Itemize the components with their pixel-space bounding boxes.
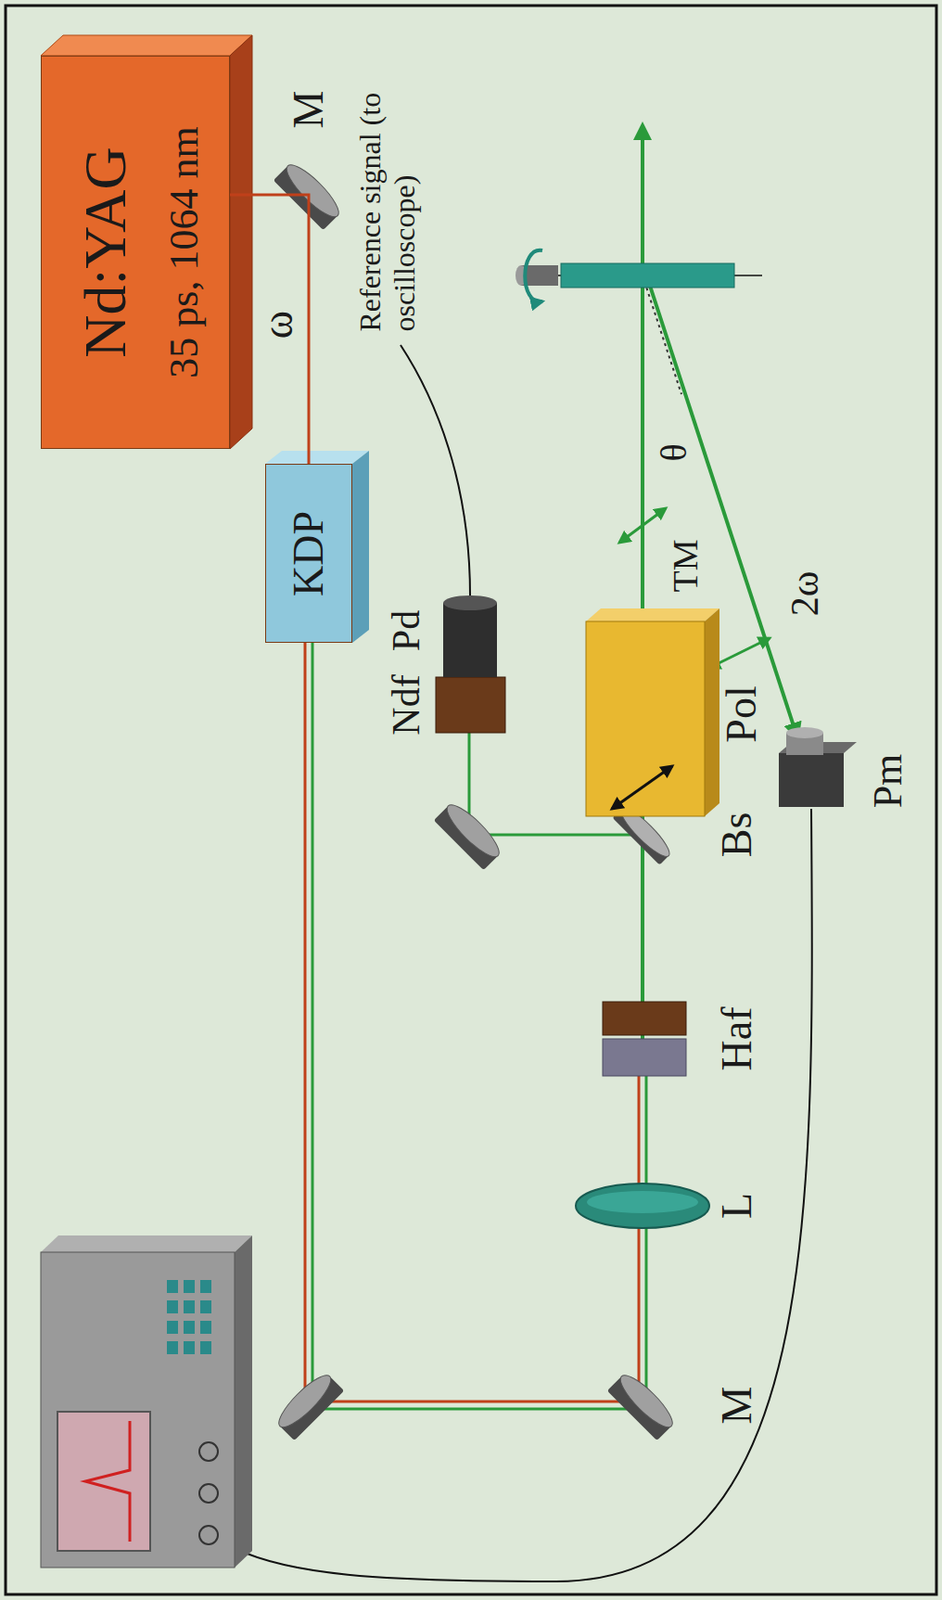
note-label: Reference signal (to oscilloscope) — [353, 86, 422, 332]
keypad-key — [183, 1299, 195, 1313]
component-label: M — [284, 90, 334, 129]
oscilloscope — [166, 1279, 212, 1354]
component-label: M — [712, 1386, 763, 1425]
component-label: Haf — [712, 1006, 763, 1071]
polarization-label: TM — [665, 539, 707, 593]
power-meter — [786, 726, 824, 739]
polarizer — [585, 608, 720, 622]
keypad-key — [166, 1279, 179, 1293]
power-meter — [778, 752, 844, 807]
neutral-density-filter — [435, 676, 506, 733]
beam-path — [642, 275, 682, 395]
power-meter — [778, 726, 857, 807]
component-label: Pol — [717, 685, 767, 742]
harmonic-filter — [602, 1038, 687, 1076]
oscilloscope — [199, 1441, 218, 1461]
photodiode — [443, 602, 497, 677]
component-label: Pm — [865, 753, 913, 809]
keypad-key — [200, 1320, 212, 1334]
mirror — [441, 798, 506, 863]
keypad-key — [166, 1340, 179, 1354]
keypad-key — [166, 1320, 179, 1334]
component-label: Ndf — [383, 674, 429, 735]
polarizer — [611, 765, 673, 809]
crystal-body — [352, 450, 370, 643]
mirror — [433, 798, 506, 870]
node-text: Nd:YAG — [72, 146, 138, 358]
keypad-key — [183, 1340, 195, 1354]
oscilloscope — [40, 1234, 253, 1252]
crystal-box: KDP — [265, 463, 353, 643]
harmonic-filter — [602, 1001, 687, 1076]
laser-body — [40, 35, 253, 449]
beam-path — [311, 642, 315, 1409]
node-text: 35 ps, 1064 nm — [161, 126, 206, 378]
keypad-key — [183, 1279, 195, 1293]
oscilloscope — [234, 1234, 253, 1567]
crystal-body — [265, 450, 370, 464]
component-label: L — [712, 1192, 763, 1219]
keypad-key — [183, 1320, 195, 1334]
beam-label: 2ω — [782, 571, 828, 617]
mirror — [607, 1368, 679, 1440]
oscilloscope — [85, 1420, 130, 1541]
laser-box: Nd:YAG 35 ps, 1064 nm — [40, 55, 230, 449]
mirror — [280, 158, 345, 223]
neutral-density-filter — [435, 676, 506, 733]
beam-path — [637, 1075, 641, 1401]
mirror — [272, 1368, 344, 1440]
keypad-key — [200, 1340, 212, 1354]
beam-path — [304, 642, 307, 1401]
reference-wire — [400, 344, 471, 596]
laser-body — [229, 35, 253, 449]
sample-holder — [515, 250, 763, 303]
polarization-arrow — [619, 508, 666, 543]
angle-label: θ — [652, 443, 696, 461]
beam-connector — [229, 194, 309, 464]
keypad-key — [166, 1299, 179, 1313]
component-label: Bs — [712, 812, 763, 858]
lens — [575, 1183, 710, 1228]
mirror — [614, 1368, 679, 1433]
lens — [586, 1190, 699, 1213]
oscilloscope — [40, 1251, 235, 1567]
beam-label: ω — [254, 310, 304, 339]
laser-body — [40, 35, 253, 56]
sample-holder — [560, 263, 735, 288]
oscilloscope — [199, 1525, 218, 1544]
lens — [575, 1183, 710, 1228]
keypad-key — [200, 1299, 212, 1313]
polarizer — [585, 608, 720, 816]
sample-holder — [524, 250, 543, 303]
beam-path — [469, 833, 643, 837]
component-label: Pd — [383, 610, 429, 651]
photodiode — [443, 595, 497, 677]
keypad-key — [200, 1279, 212, 1293]
mirror — [272, 1368, 337, 1433]
beam-path — [645, 1075, 649, 1409]
harmonic-filter — [602, 1001, 687, 1035]
meter-wire — [222, 808, 813, 1581]
beam-path — [312, 1407, 647, 1411]
figure-frame — [5, 5, 937, 1594]
crystal-body — [265, 450, 370, 643]
oscilloscope — [199, 1483, 218, 1503]
oscilloscope — [40, 1234, 253, 1567]
oscilloscope — [57, 1411, 151, 1551]
beam-path — [305, 1400, 639, 1403]
node-text: KDP — [285, 509, 333, 596]
polarizer — [585, 621, 705, 816]
photodiode — [443, 595, 497, 611]
